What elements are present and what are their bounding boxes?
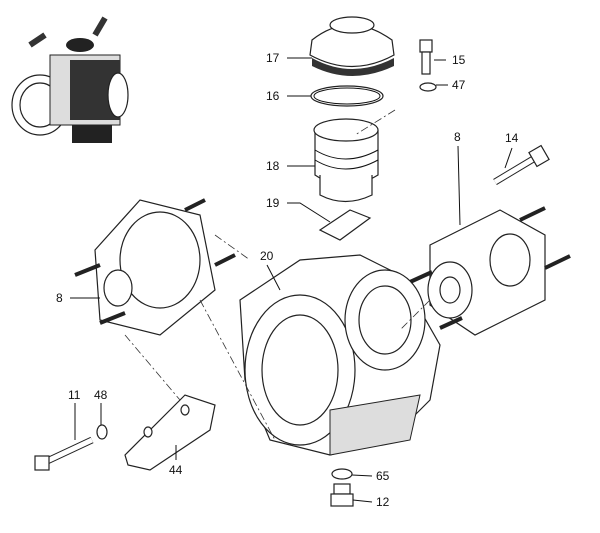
part-gasket (318, 209, 372, 241)
part-left-head (74, 198, 236, 336)
label-8-left: 8 (56, 291, 63, 305)
label-48: 48 (94, 388, 108, 402)
part-bolt-bracket (34, 394, 216, 471)
label-47: 47 (452, 78, 466, 92)
part-screw (419, 39, 433, 75)
label-19: 19 (266, 196, 280, 210)
part-small-o-ring (331, 468, 353, 480)
leader-lines (70, 57, 513, 503)
label-11: 11 (68, 388, 81, 402)
part-pump-body (239, 254, 441, 456)
part-cap (309, 16, 395, 76)
label-14: 14 (505, 131, 519, 145)
label-20: 20 (260, 249, 274, 263)
part-washer (419, 82, 437, 92)
assembled-pump-thumbnail (11, 16, 129, 143)
label-17: 17 (266, 51, 280, 65)
part-right-head (409, 206, 571, 336)
part-long-bolt (493, 144, 550, 186)
label-16: 16 (266, 89, 280, 103)
part-cylinder (313, 118, 379, 203)
part-plug (330, 483, 354, 507)
label-15: 15 (452, 53, 466, 67)
part-o-ring (310, 85, 384, 107)
label-8-right: 8 (454, 130, 461, 144)
label-44: 44 (169, 463, 183, 477)
label-12: 12 (376, 495, 390, 509)
label-65: 65 (376, 469, 390, 483)
label-18: 18 (266, 159, 280, 173)
